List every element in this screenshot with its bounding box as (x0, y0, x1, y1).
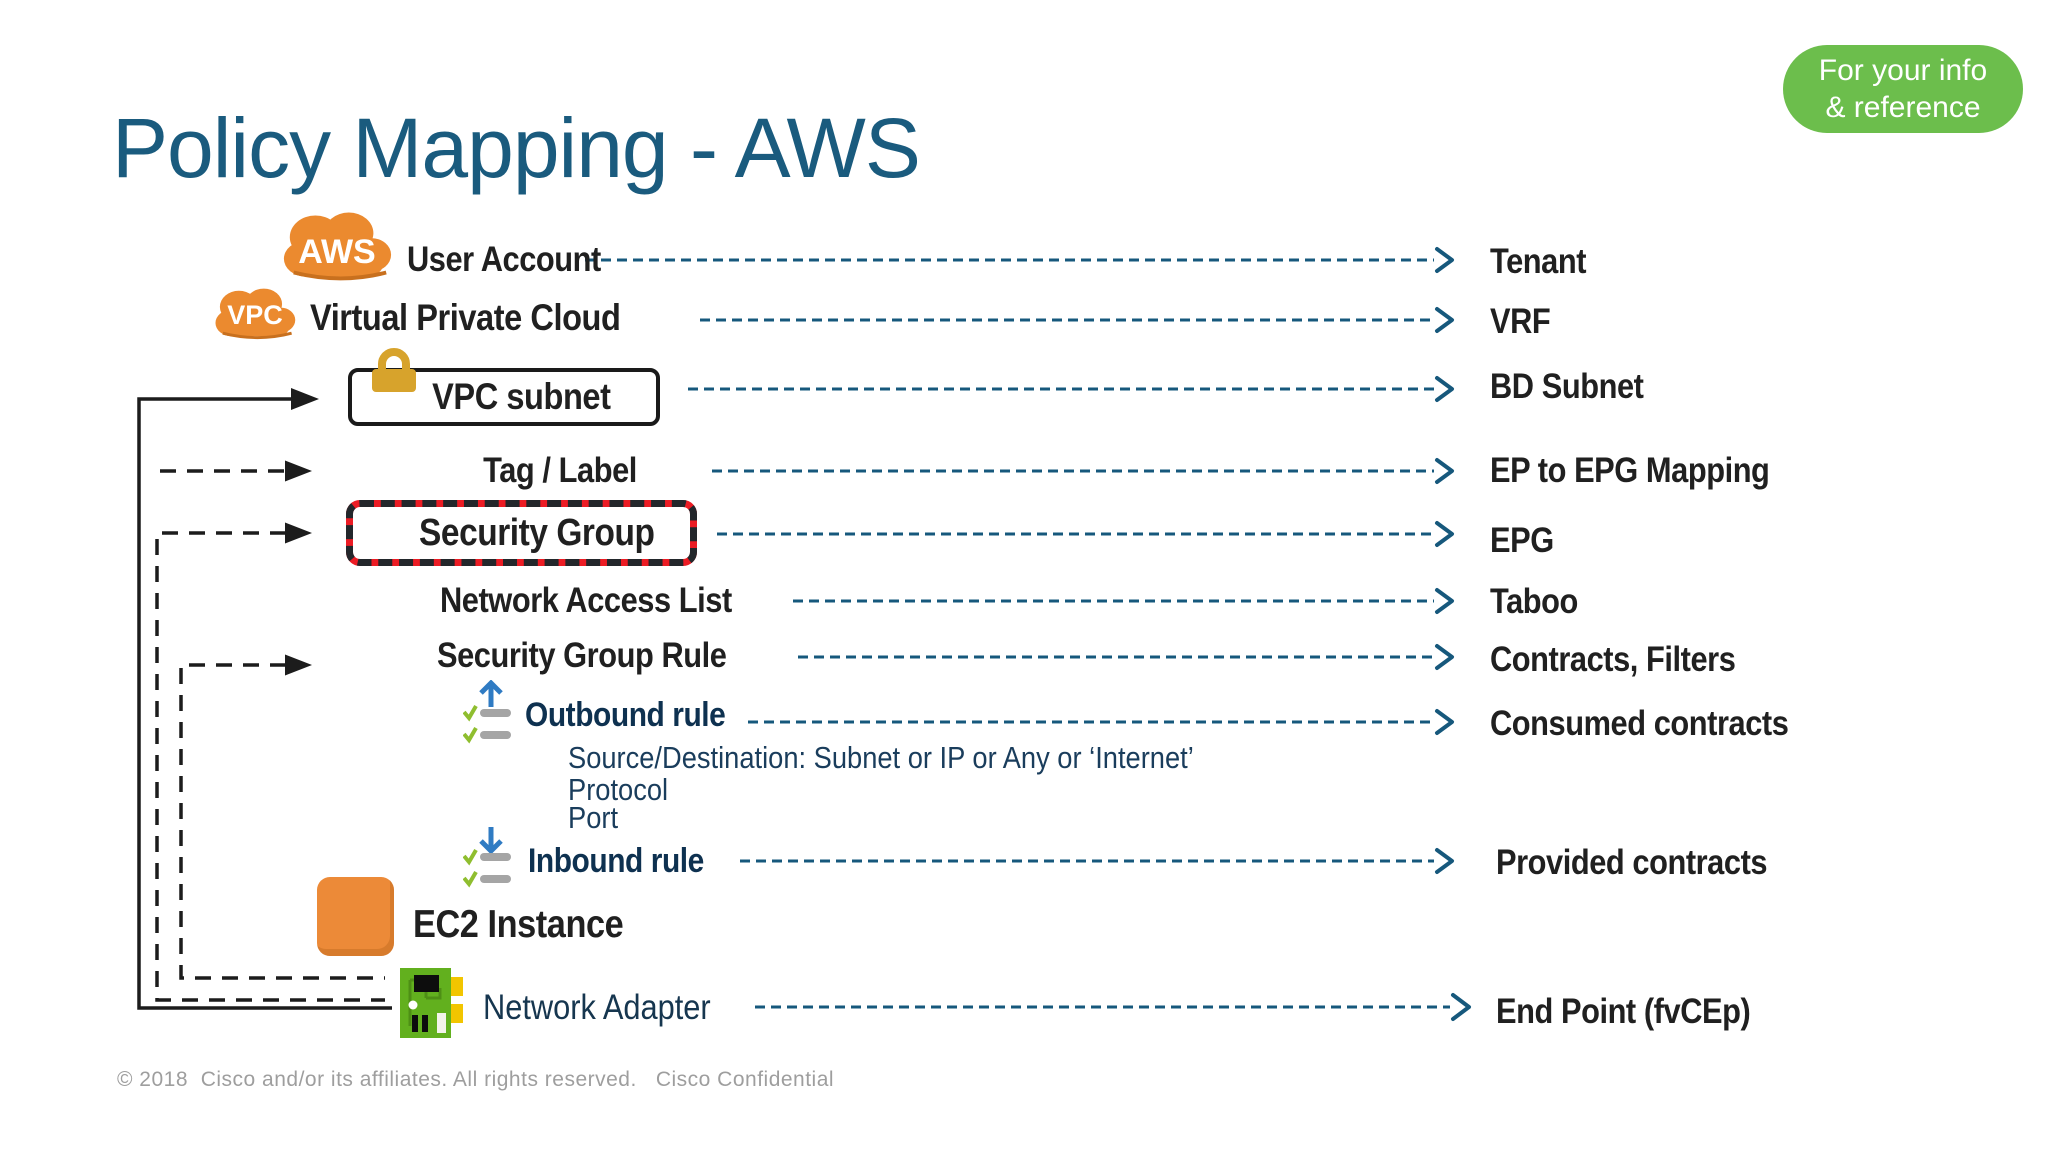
label-vpc-subnet: VPC subnet (431, 376, 611, 417)
aws-cloud-icon: AWS (278, 203, 396, 285)
chevron-taboo (1435, 588, 1454, 614)
footer-copyright: © 2018 Cisco and/or its affiliates. All … (117, 1068, 835, 1091)
label-vrf: VRF (1490, 302, 1551, 341)
label-bd-subnet: BD Subnet (1490, 367, 1644, 406)
lock-icon (368, 347, 420, 393)
label-outbound-rule: Outbound rule (525, 696, 726, 734)
chevron-provided (1435, 848, 1454, 874)
chevron-ep-epg (1435, 458, 1454, 484)
label-ep-to-epg-mapping: EP to EPG Mapping (1490, 451, 1770, 490)
outbound-checklist-icon (463, 704, 513, 746)
vpc-cloud-icon: VPC (210, 282, 300, 342)
label-user-account: User Account (407, 240, 601, 279)
info-reference-badge: For your info & reference (1783, 45, 2023, 133)
dashed-arrowhead-tag (285, 460, 312, 482)
label-end-point-fvcep: End Point (fvCEp) (1496, 992, 1751, 1031)
chevron-contracts (1435, 644, 1454, 670)
label-security-group: Security Group (418, 511, 655, 554)
page-title: Policy Mapping - AWS (112, 101, 921, 195)
label-network-adapter: Network Adapter (483, 988, 711, 1027)
label-provided-contracts: Provided contracts (1496, 843, 1768, 882)
rule-detail-protocol: Protocol (568, 772, 669, 807)
label-network-access-list: Network Access List (440, 581, 732, 620)
dashed-arrowhead-sg-rule (285, 654, 312, 676)
chevron-consumed (1435, 709, 1454, 735)
rule-detail-source-destination: Source/Destination: Subnet or IP or Any … (568, 740, 1194, 775)
label-epg: EPG (1490, 521, 1554, 560)
label-taboo: Taboo (1490, 582, 1578, 621)
badge-line-1: For your info (1818, 54, 1988, 87)
ec2-instance-icon (317, 877, 394, 956)
chevron-endpoint (1451, 993, 1471, 1021)
badge-line-2: & reference (1825, 91, 1981, 124)
aws-cloud-label: AWS (298, 233, 376, 271)
chevron-tenant (1435, 247, 1454, 273)
vpc-cloud-label: VPC (227, 300, 283, 330)
solid-connector-arrowhead (291, 388, 319, 410)
label-ec2-instance: EC2 Instance (413, 903, 624, 946)
label-virtual-private-cloud: Virtual Private Cloud (310, 297, 621, 338)
label-inbound-rule: Inbound rule (528, 842, 704, 880)
inbound-checklist-icon (463, 848, 513, 890)
chevron-vrf (1435, 307, 1454, 333)
chevron-bd-subnet (1435, 376, 1454, 402)
label-tag-label: Tag / Label (483, 451, 637, 490)
dashed-arrowhead-sg (285, 522, 312, 544)
label-contracts-filters: Contracts, Filters (1490, 640, 1736, 679)
label-tenant: Tenant (1490, 242, 1587, 281)
label-consumed-contracts: Consumed contracts (1490, 704, 1789, 743)
network-adapter-icon (400, 968, 472, 1038)
rule-detail-port: Port (568, 800, 619, 835)
outbound-up-arrow-icon (476, 680, 506, 708)
inbound-down-arrow-icon (476, 826, 506, 854)
label-security-group-rule: Security Group Rule (437, 636, 727, 675)
security-group-box: Security Group (346, 500, 697, 566)
chevron-epg (1435, 521, 1454, 547)
